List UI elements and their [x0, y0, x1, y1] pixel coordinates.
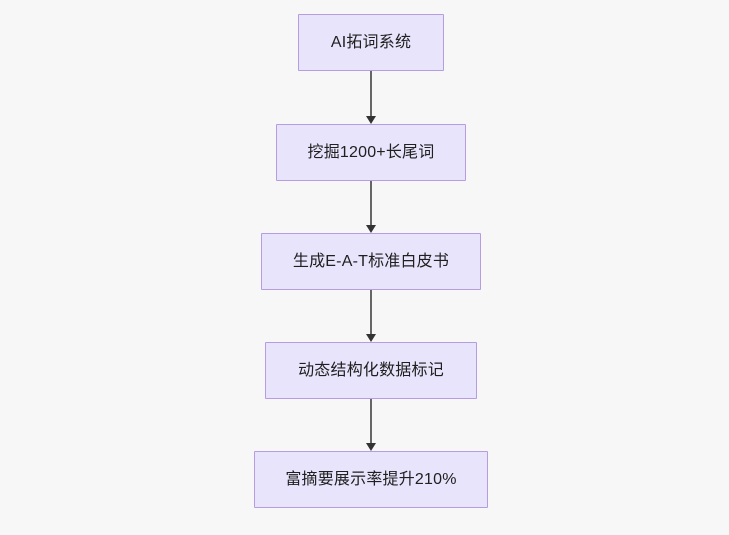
- flow-node-label: 挖掘1200+长尾词: [307, 143, 435, 161]
- flow-node-eat-whitepaper[interactable]: 生成E-A-T标准白皮书: [261, 233, 481, 290]
- connector-line: [370, 290, 372, 335]
- flow-connector-2: [365, 181, 377, 233]
- arrowhead-icon: [366, 116, 376, 124]
- flow-node-ai-keyword-system[interactable]: AI拓词系统: [298, 14, 444, 71]
- flow-node-label: 动态结构化数据标记: [298, 361, 444, 379]
- flow-node-label: AI拓词系统: [330, 33, 412, 51]
- flow-node-label: 生成E-A-T标准白皮书: [292, 252, 450, 270]
- flow-connector-3: [365, 290, 377, 342]
- connector-line: [370, 71, 372, 117]
- flow-node-rich-snippet-result[interactable]: 富摘要展示率提升210%: [254, 451, 488, 508]
- arrowhead-icon: [366, 334, 376, 342]
- arrowhead-icon: [366, 225, 376, 233]
- connector-line: [370, 399, 372, 444]
- connector-line: [370, 181, 372, 226]
- flow-node-longtail-mining[interactable]: 挖掘1200+长尾词: [276, 124, 466, 181]
- flow-connector-4: [365, 399, 377, 451]
- flow-node-label: 富摘要展示率提升210%: [285, 470, 457, 488]
- arrowhead-icon: [366, 443, 376, 451]
- flow-connector-1: [365, 71, 377, 124]
- flow-node-structured-data-markup[interactable]: 动态结构化数据标记: [265, 342, 477, 399]
